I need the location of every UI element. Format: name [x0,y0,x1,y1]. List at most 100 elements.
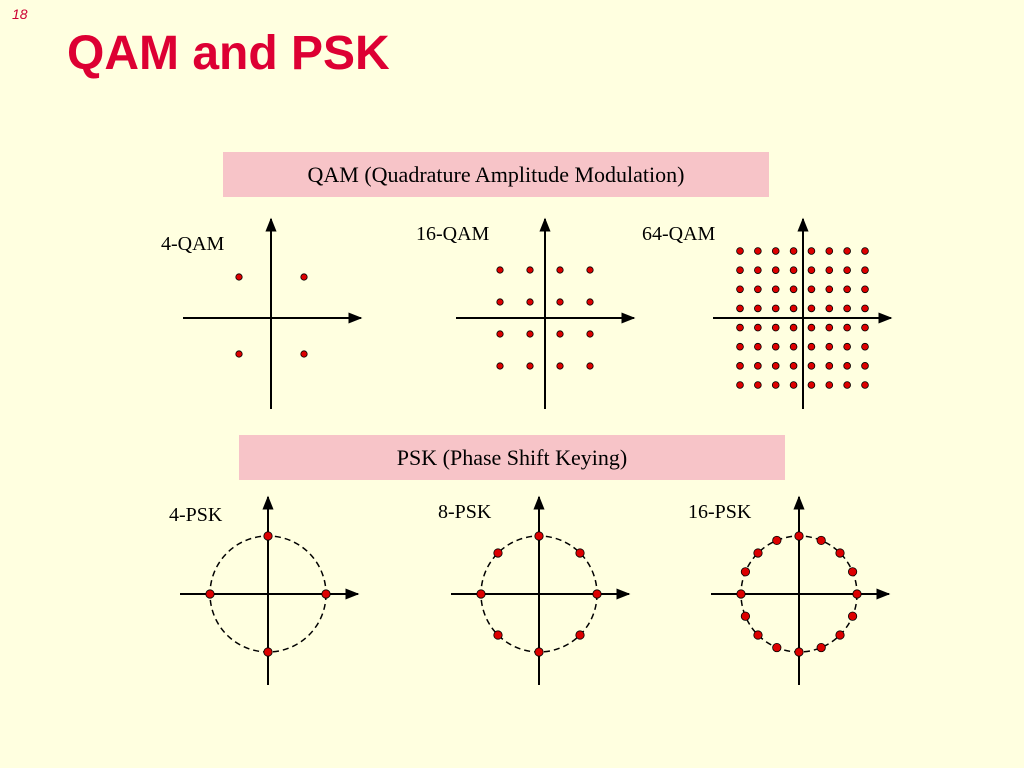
page-title: QAM and PSK [67,27,390,80]
qam-64-point [789,285,798,294]
qam-64-point [754,247,762,255]
psk-8-point [493,630,503,640]
slide-number: 18 [12,6,28,22]
psk-4-point [205,589,215,599]
psk-16-point [794,531,804,541]
qam-4-point [235,350,243,358]
label-16-psk: 16-PSK [688,501,752,523]
qam-64-point [754,323,762,332]
psk-16-point [816,535,826,546]
psk-16-point [852,589,862,599]
qam-64-point [754,304,762,313]
label-16-qam: 16-QAM [416,223,490,245]
psk-16-point [847,611,858,621]
qam-16-point [556,266,564,274]
qam-64-point [754,362,762,370]
psk-16-point [835,630,845,640]
qam-64-point [861,247,869,255]
qam-64-point [736,342,744,351]
qam-64-point [843,362,851,370]
qam-64-point [825,381,834,389]
qam-64-point [861,285,869,294]
qam-64-point [861,266,869,274]
qam-64-point [736,323,744,332]
qam-16-point [586,266,594,274]
qam-64-point [789,266,798,274]
qam-64-point [843,381,851,389]
qam-64-point [771,304,780,313]
qam-16-point [586,298,594,306]
qam-64-point [789,323,798,332]
qam-16-point [496,266,504,274]
qam-64-point [754,266,762,274]
qam-64-point [861,362,869,370]
qam-64-point [861,342,869,351]
psk-16-point [740,567,751,577]
psk-16-point [753,630,763,640]
psk-8-point [592,589,602,599]
qam-64-point [789,362,798,370]
psk-8-point [476,589,486,599]
psk-banner: PSK (Phase Shift Keying) [239,435,785,480]
qam-64-point [825,323,834,332]
psk-4-point [263,647,273,657]
qam-64-point [736,266,744,274]
qam-64-point [736,381,744,389]
qam-4-point [300,273,308,281]
psk-4-point [263,531,273,541]
psk-16-point [847,567,858,577]
qam-64-point [754,381,762,389]
qam-16-point [526,330,534,338]
qam-64-point [825,266,834,274]
qam-64-point [807,266,816,274]
qam-64-point [861,323,869,332]
psk-16-point [736,589,746,599]
qam-64-point [843,285,851,294]
qam-16-point [526,298,534,306]
label-64-qam: 64-QAM [642,223,716,245]
psk-16-point [794,647,804,657]
qam-64-point [736,285,744,294]
qam-16-point [496,362,504,370]
qam-64-point [754,342,762,351]
qam-64-point [789,381,798,389]
qam-banner: QAM (Quadrature Amplitude Modulation) [223,152,769,197]
psk-16-point [753,548,763,558]
psk-8-point [575,548,585,558]
qam-64-point [771,362,780,370]
qam-64-point [771,381,780,389]
qam-64-point [789,247,798,255]
qam-64-point [771,285,780,294]
qam-64-point [771,266,780,274]
qam-16-point [586,362,594,370]
qam-64-point [771,247,780,255]
qam-64-point [843,323,851,332]
qam-64-point [754,285,762,294]
psk-8-point [493,548,503,558]
label-4-qam: 4-QAM [161,233,225,255]
psk-16-point [816,642,826,653]
psk-8-point [534,531,544,541]
qam-64-point [861,381,869,389]
qam-64-point [825,342,834,351]
qam-64-point [807,362,816,370]
label-4-psk: 4-PSK [169,504,223,526]
label-8-psk: 8-PSK [438,501,492,523]
qam-64-point [825,285,834,294]
qam-64-point [807,342,816,351]
qam-16-point [526,266,534,274]
qam-64-point [771,342,780,351]
psk-16-point [772,535,782,546]
qam-64-point [843,266,851,274]
qam-64-point [825,304,834,313]
qam-16-point [586,330,594,338]
qam-16-point [556,362,564,370]
qam-16-point [496,330,504,338]
qam-64-point [736,362,744,370]
qam-64-point [825,247,834,255]
qam-16-point [556,298,564,306]
qam-64-point [736,247,744,255]
psk-4-point [321,589,331,599]
qam-4-point [235,273,243,281]
